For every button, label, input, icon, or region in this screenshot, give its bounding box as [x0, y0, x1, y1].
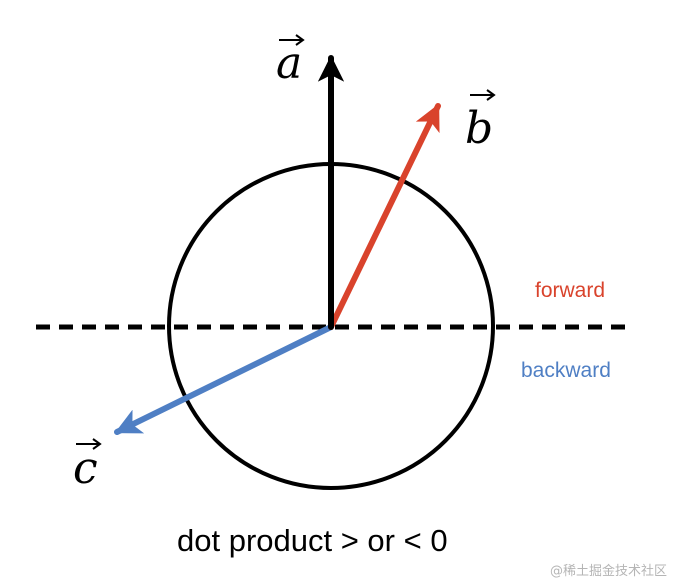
vector-b-label: b: [465, 89, 496, 154]
vector-b-overarrow-icon: [470, 89, 496, 101]
backward-label: backward: [521, 359, 611, 382]
watermark-text: @稀土掘金技术社区: [550, 563, 667, 579]
vector-c-label: c: [73, 438, 102, 494]
vector-b-arrow: [328, 103, 441, 330]
diagram-caption: dot product > or < 0: [177, 523, 448, 558]
vector-a-text: a: [276, 38, 302, 89]
vector-c-arrow: [114, 324, 334, 435]
vector-c-overarrow-icon: [76, 438, 102, 450]
vector-b-text: b: [465, 103, 493, 154]
vector-a-label: a: [276, 34, 305, 89]
vector-a-overarrow-icon: [279, 34, 305, 46]
forward-label: forward: [535, 279, 605, 302]
vector-c-text: c: [73, 443, 98, 494]
